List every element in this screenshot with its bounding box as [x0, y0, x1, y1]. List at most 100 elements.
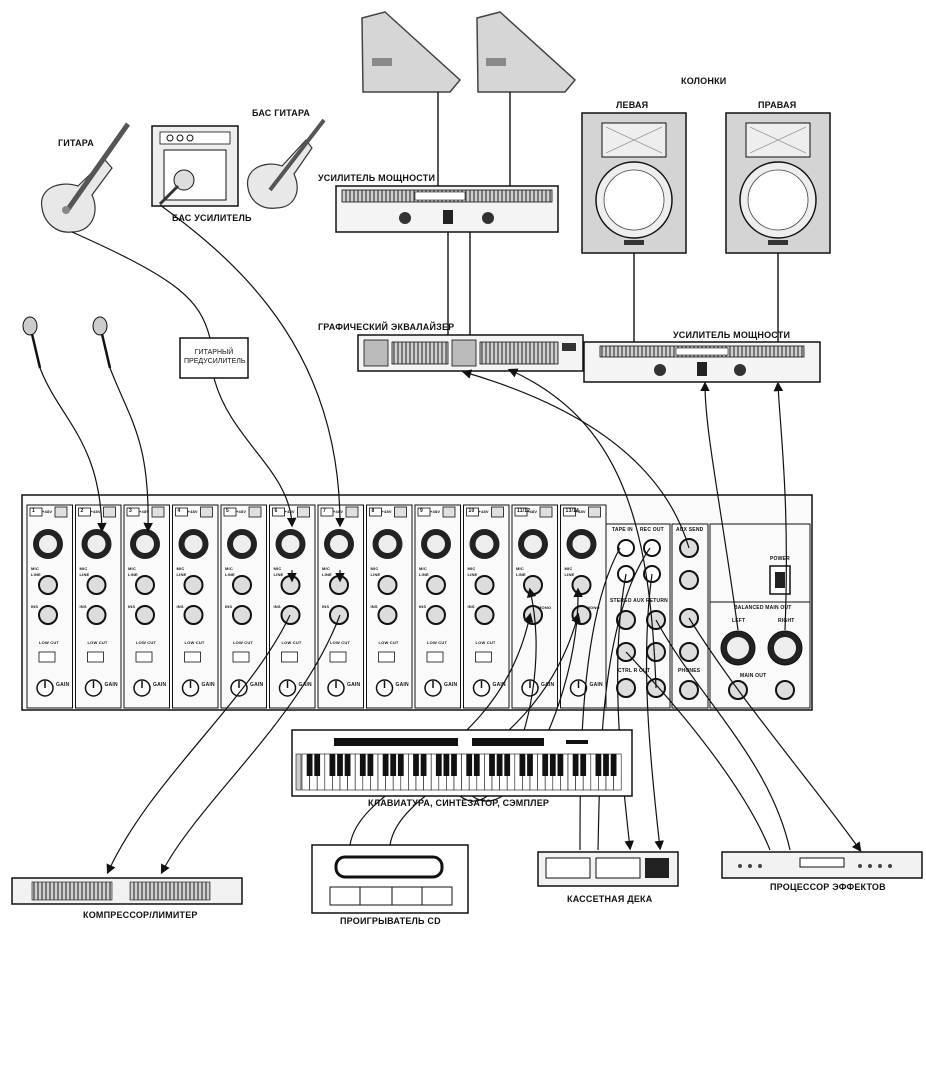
gain-label: GAIN	[541, 682, 555, 688]
line-label: LINE	[564, 572, 575, 577]
ctrl-r-out-label: CTRL R OUT	[618, 668, 651, 674]
phantom-switch	[54, 506, 68, 518]
channel-number: 7	[323, 508, 326, 514]
phantom-label: +48V	[284, 509, 295, 514]
phantom-label: +48V	[381, 509, 392, 514]
channel-number-box	[223, 507, 237, 517]
low-cut-switch	[426, 651, 444, 663]
gain-label: GAIN	[298, 682, 312, 688]
phantom-label: +48V	[333, 509, 344, 514]
low-cut-switch	[38, 651, 56, 663]
cassette-deck	[537, 851, 679, 887]
speaker-left	[581, 112, 687, 254]
power-amp-right-label: УСИЛИТЕЛЬ МОЩНОСТИ	[673, 330, 791, 340]
channel-strip	[414, 504, 461, 709]
black-key	[344, 754, 351, 776]
channel-number: 5	[226, 508, 229, 514]
ins-label: INS	[176, 604, 184, 609]
line-jack	[38, 575, 58, 595]
phantom-switch	[297, 506, 310, 518]
line-jack	[280, 575, 301, 595]
phantom-label: +48V	[430, 509, 441, 514]
channel-number-box	[563, 507, 576, 517]
low-cut-switch	[135, 651, 153, 663]
aux-send-label: AUX SEND	[676, 527, 704, 533]
channel-strip	[75, 504, 122, 709]
power-amplifier-top	[335, 185, 559, 233]
ins-jack	[280, 605, 301, 625]
tape-in-label: TAPE IN	[612, 527, 633, 533]
main-out-label: MAIN OUT	[740, 673, 767, 679]
keyboard-label: КЛАВИАТУРА, СИНТЕЗАТОР, СЭМПЛЕР	[368, 798, 550, 808]
line-jack	[86, 575, 107, 595]
black-key	[527, 754, 533, 776]
channel-number-box	[320, 507, 334, 517]
low-cut-label: LOW CUT	[136, 640, 157, 645]
channel-number: 2	[80, 508, 84, 514]
channel-strip	[366, 504, 413, 709]
mic-label: MIC	[419, 566, 427, 571]
low-cut-label: LOW CUT	[39, 640, 60, 645]
effects-processor-label: ПРОЦЕССОР ЭФФЕКТОВ	[770, 882, 886, 892]
black-key	[504, 754, 511, 776]
gain-label: GAIN	[153, 682, 167, 688]
xlr-input-center	[233, 535, 251, 553]
left-out-label: LEFT	[732, 618, 746, 624]
ins-jack	[183, 605, 204, 625]
channel-strip	[220, 504, 267, 709]
gain-label: GAIN	[104, 682, 118, 688]
channel-number: 10	[468, 508, 475, 514]
ins-jack	[377, 605, 398, 625]
line-label: LINE	[273, 572, 284, 577]
power-label: POWER	[770, 556, 790, 562]
line-jack	[135, 575, 155, 595]
bass-amplifier	[151, 125, 239, 207]
cd-player-label: ПРОИГРЫВАТЕЛЬ CD	[340, 916, 441, 926]
line-label: LINE	[79, 572, 90, 577]
graphic-equalizer	[357, 334, 584, 372]
ins-label: INS	[79, 604, 87, 609]
ins-label: INS	[31, 604, 39, 609]
xlr-input-center	[330, 535, 348, 553]
mic-label: MIC	[225, 566, 233, 571]
channel-number: 13/14	[565, 508, 580, 514]
pa-speaker-right	[476, 11, 577, 93]
cables	[39, 204, 862, 875]
black-key	[595, 754, 602, 776]
channel-number-box	[78, 507, 91, 517]
gain-label: GAIN	[395, 682, 409, 688]
xlr-input-center	[378, 535, 397, 553]
phantom-switch	[103, 506, 116, 518]
xlr-input-center	[184, 535, 203, 553]
black-key	[603, 754, 609, 776]
ins-label: INS	[128, 604, 136, 609]
ins-jack	[426, 605, 446, 625]
phantom-label: +48V	[139, 509, 150, 514]
line-jack	[183, 575, 204, 595]
black-key	[451, 754, 457, 776]
gain-label: GAIN	[250, 682, 264, 688]
ins-jack	[232, 605, 252, 625]
black-key	[519, 754, 526, 776]
ins-jack	[86, 605, 107, 625]
balanced-main-out-label: BALANCED MAIN OUT	[734, 605, 792, 611]
cassette-deck-label: КАССЕТНАЯ ДЕКА	[567, 894, 653, 904]
line-jack	[377, 575, 398, 595]
black-key	[397, 754, 404, 776]
mic-label: MIC	[31, 566, 39, 571]
black-key	[473, 754, 480, 776]
ins-label: INS	[419, 604, 427, 609]
black-key	[549, 754, 556, 776]
phantom-switch	[200, 506, 213, 518]
mono-label: MONO	[538, 605, 552, 610]
compressor-limiter	[11, 877, 243, 905]
channel-number-box	[29, 507, 43, 517]
mic-label: MIC	[516, 566, 524, 571]
black-key	[420, 754, 427, 776]
phantom-switch	[345, 506, 359, 518]
xlr-input-center	[524, 535, 542, 553]
channel-number-box	[369, 507, 382, 517]
mic-label: MIC	[128, 566, 136, 571]
channel-strip	[172, 504, 219, 709]
